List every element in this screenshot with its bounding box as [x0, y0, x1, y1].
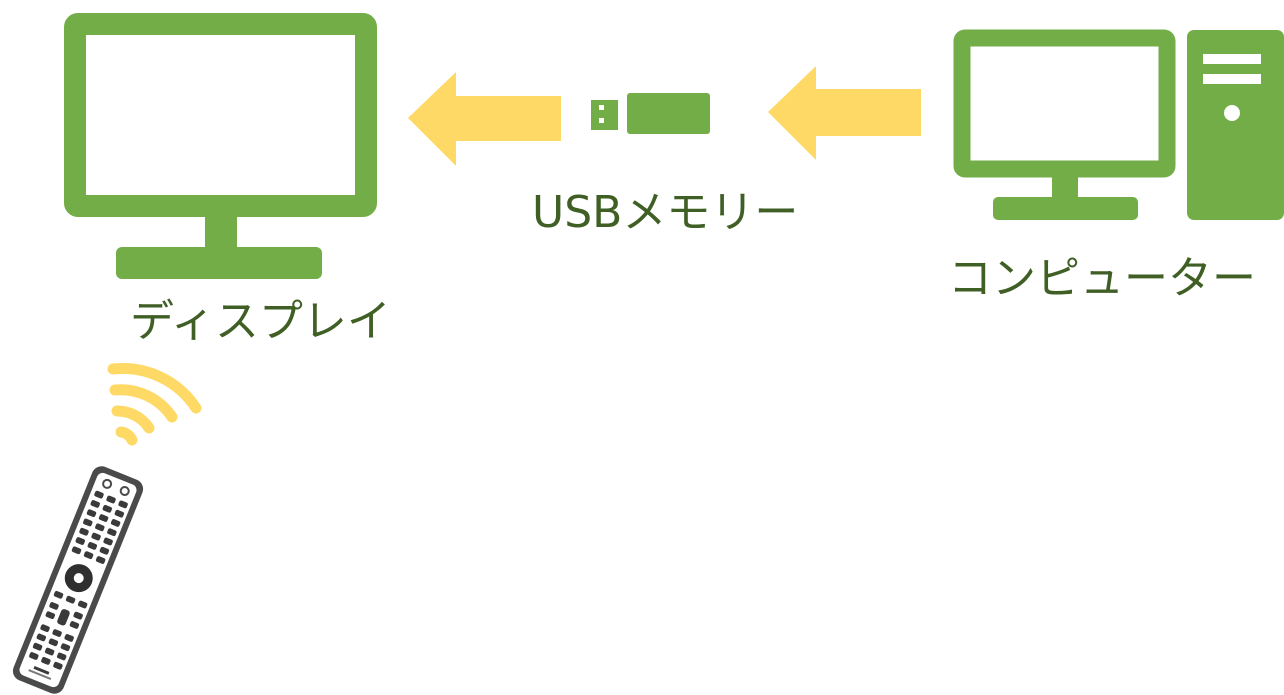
wireless-signal-icon	[107, 363, 202, 446]
left-arrow-icon	[768, 66, 921, 160]
remote-control-icon	[12, 466, 144, 694]
usb-memory-label: USBメモリー	[532, 187, 799, 238]
desktop-computer-icon	[953, 29, 1284, 220]
display-label: ディスプレイ	[130, 296, 391, 347]
left-arrow-icon	[408, 72, 561, 166]
monitor-icon	[64, 13, 377, 279]
computer-label: コンピューター	[948, 253, 1256, 304]
usb-stick-icon	[591, 93, 710, 134]
